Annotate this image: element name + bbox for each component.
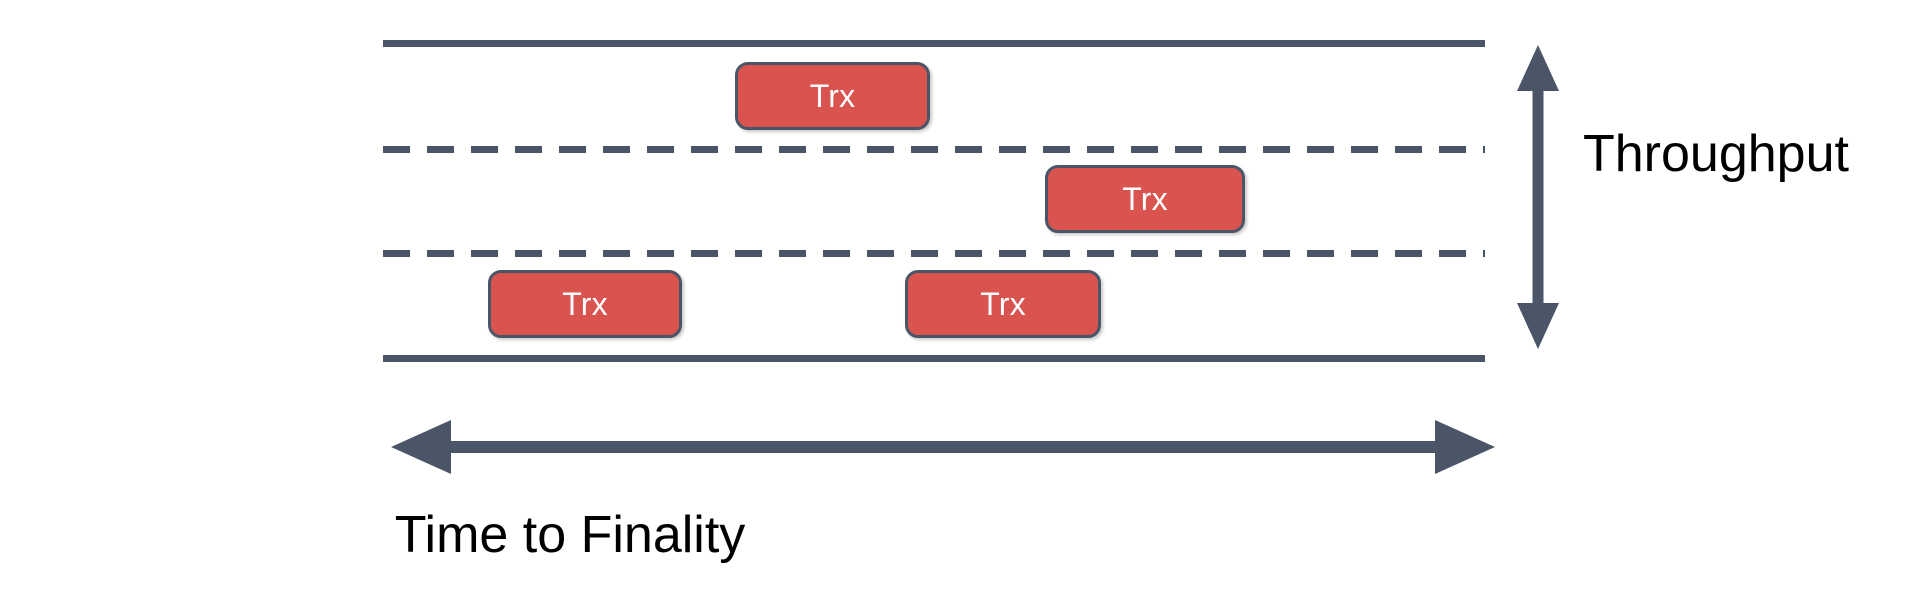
transaction-block: Trx xyxy=(905,270,1101,338)
throughput-label: Throughput xyxy=(1583,125,1849,183)
transaction-block: Trx xyxy=(1045,165,1245,233)
transaction-block: Trx xyxy=(735,62,930,130)
throughput-arrow-icon xyxy=(1516,45,1560,349)
transaction-block: Trx xyxy=(488,270,682,338)
time-to-finality-arrow-icon xyxy=(391,416,1495,478)
lane-divider-upper xyxy=(383,146,1485,153)
lane-divider-lower xyxy=(383,250,1485,257)
time-to-finality-label-text: Time to Finality xyxy=(394,506,746,564)
lane-boundary-bottom xyxy=(383,355,1485,362)
lane-boundary-top xyxy=(383,40,1485,47)
time-to-finality-label: Time to Finality xyxy=(0,506,1880,566)
